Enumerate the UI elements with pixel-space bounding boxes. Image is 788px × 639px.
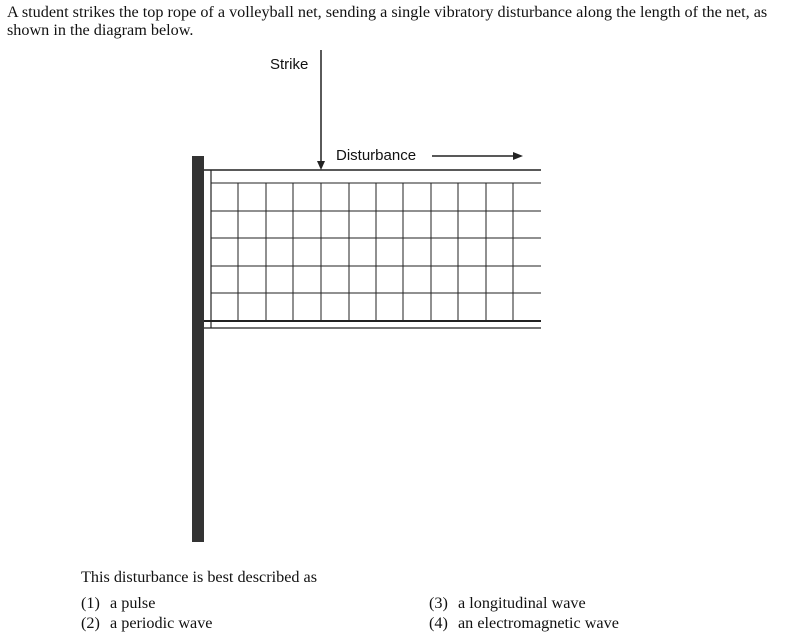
choice-number: (4) (429, 614, 448, 632)
choice-number: (2) (81, 614, 100, 632)
disturbance-label: Disturbance (336, 147, 416, 164)
choice-text: an electromagnetic wave (458, 614, 619, 632)
strike-arrowhead (317, 161, 325, 170)
choice-number: (3) (429, 594, 448, 612)
choice-number: (1) (81, 594, 100, 612)
choice-1[interactable]: (1) a pulse (81, 594, 155, 613)
choice-4[interactable]: (4) an electromagnetic wave (429, 614, 619, 633)
choice-text: a pulse (110, 594, 156, 612)
question-text: A student strikes the top rope of a voll… (7, 3, 768, 39)
net-mesh (211, 182, 541, 320)
choice-3[interactable]: (3) a longitudinal wave (429, 594, 586, 613)
question-stem: This disturbance is best described as (81, 568, 318, 586)
choice-text: a periodic wave (110, 614, 213, 632)
disturbance-arrowhead (513, 152, 523, 160)
choice-text: a longitudinal wave (458, 594, 586, 612)
choice-2[interactable]: (2) a periodic wave (81, 614, 212, 633)
net-pole (192, 156, 204, 542)
strike-label: Strike (270, 56, 308, 73)
